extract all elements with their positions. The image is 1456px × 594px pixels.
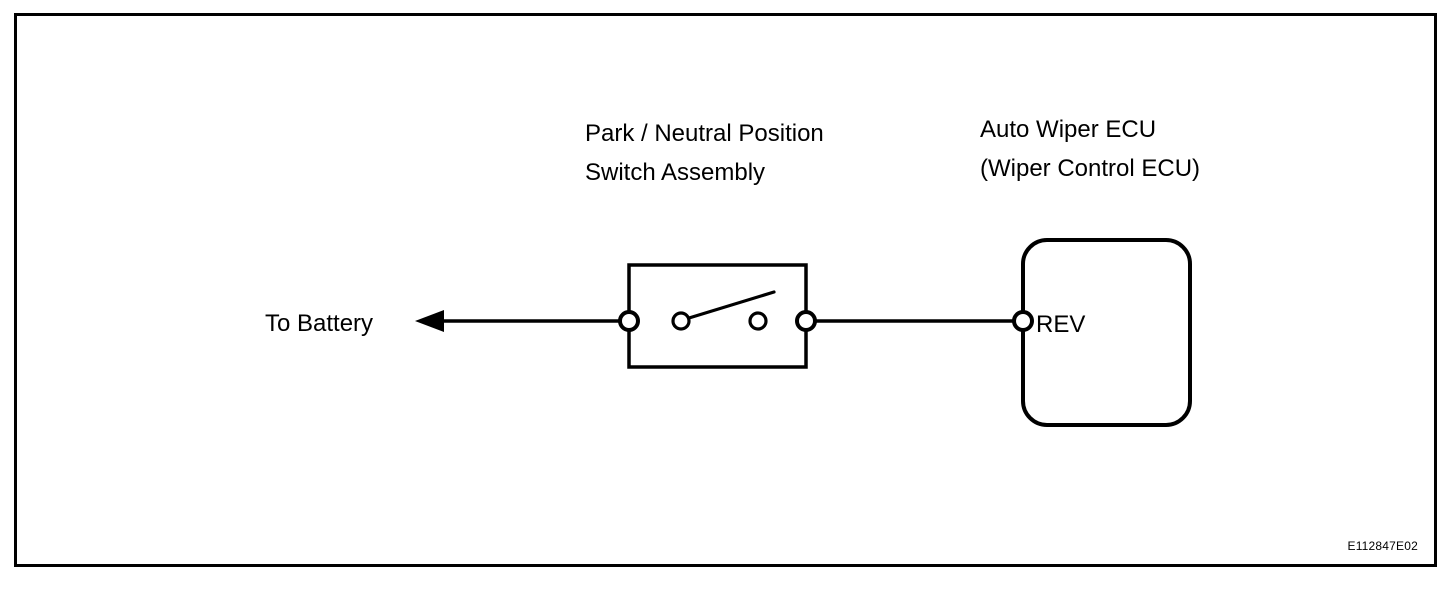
switch-terminal-4[interactable] [795,310,817,332]
switch-terminal-1[interactable] [618,310,640,332]
switch-assembly-label-line2: Switch Assembly [585,159,765,186]
ecu-box [1021,238,1192,427]
ecu-label-line2: (Wiper Control ECU) [980,155,1200,182]
park-neutral-position-switch-assembly[interactable] [618,263,817,369]
to-battery-label: To Battery [265,310,373,337]
figure-frame [14,13,1437,567]
figure-reference-code: E112847E02 [1347,539,1418,553]
arrow-head-to-battery [415,310,444,332]
ecu-terminal-rev-label: REV [1036,311,1085,338]
ecu-label-line1: Auto Wiper ECU [980,116,1156,143]
auto-wiper-ecu-component[interactable] [1012,238,1192,427]
switch-lever [687,290,776,320]
ecu-terminal-rev[interactable] [1012,310,1034,332]
switch-terminal-3[interactable] [748,311,768,331]
switch-assembly-label-line1: Park / Neutral Position [585,120,824,147]
switch-assembly-box [627,263,808,369]
switch-terminal-2[interactable] [671,311,691,331]
